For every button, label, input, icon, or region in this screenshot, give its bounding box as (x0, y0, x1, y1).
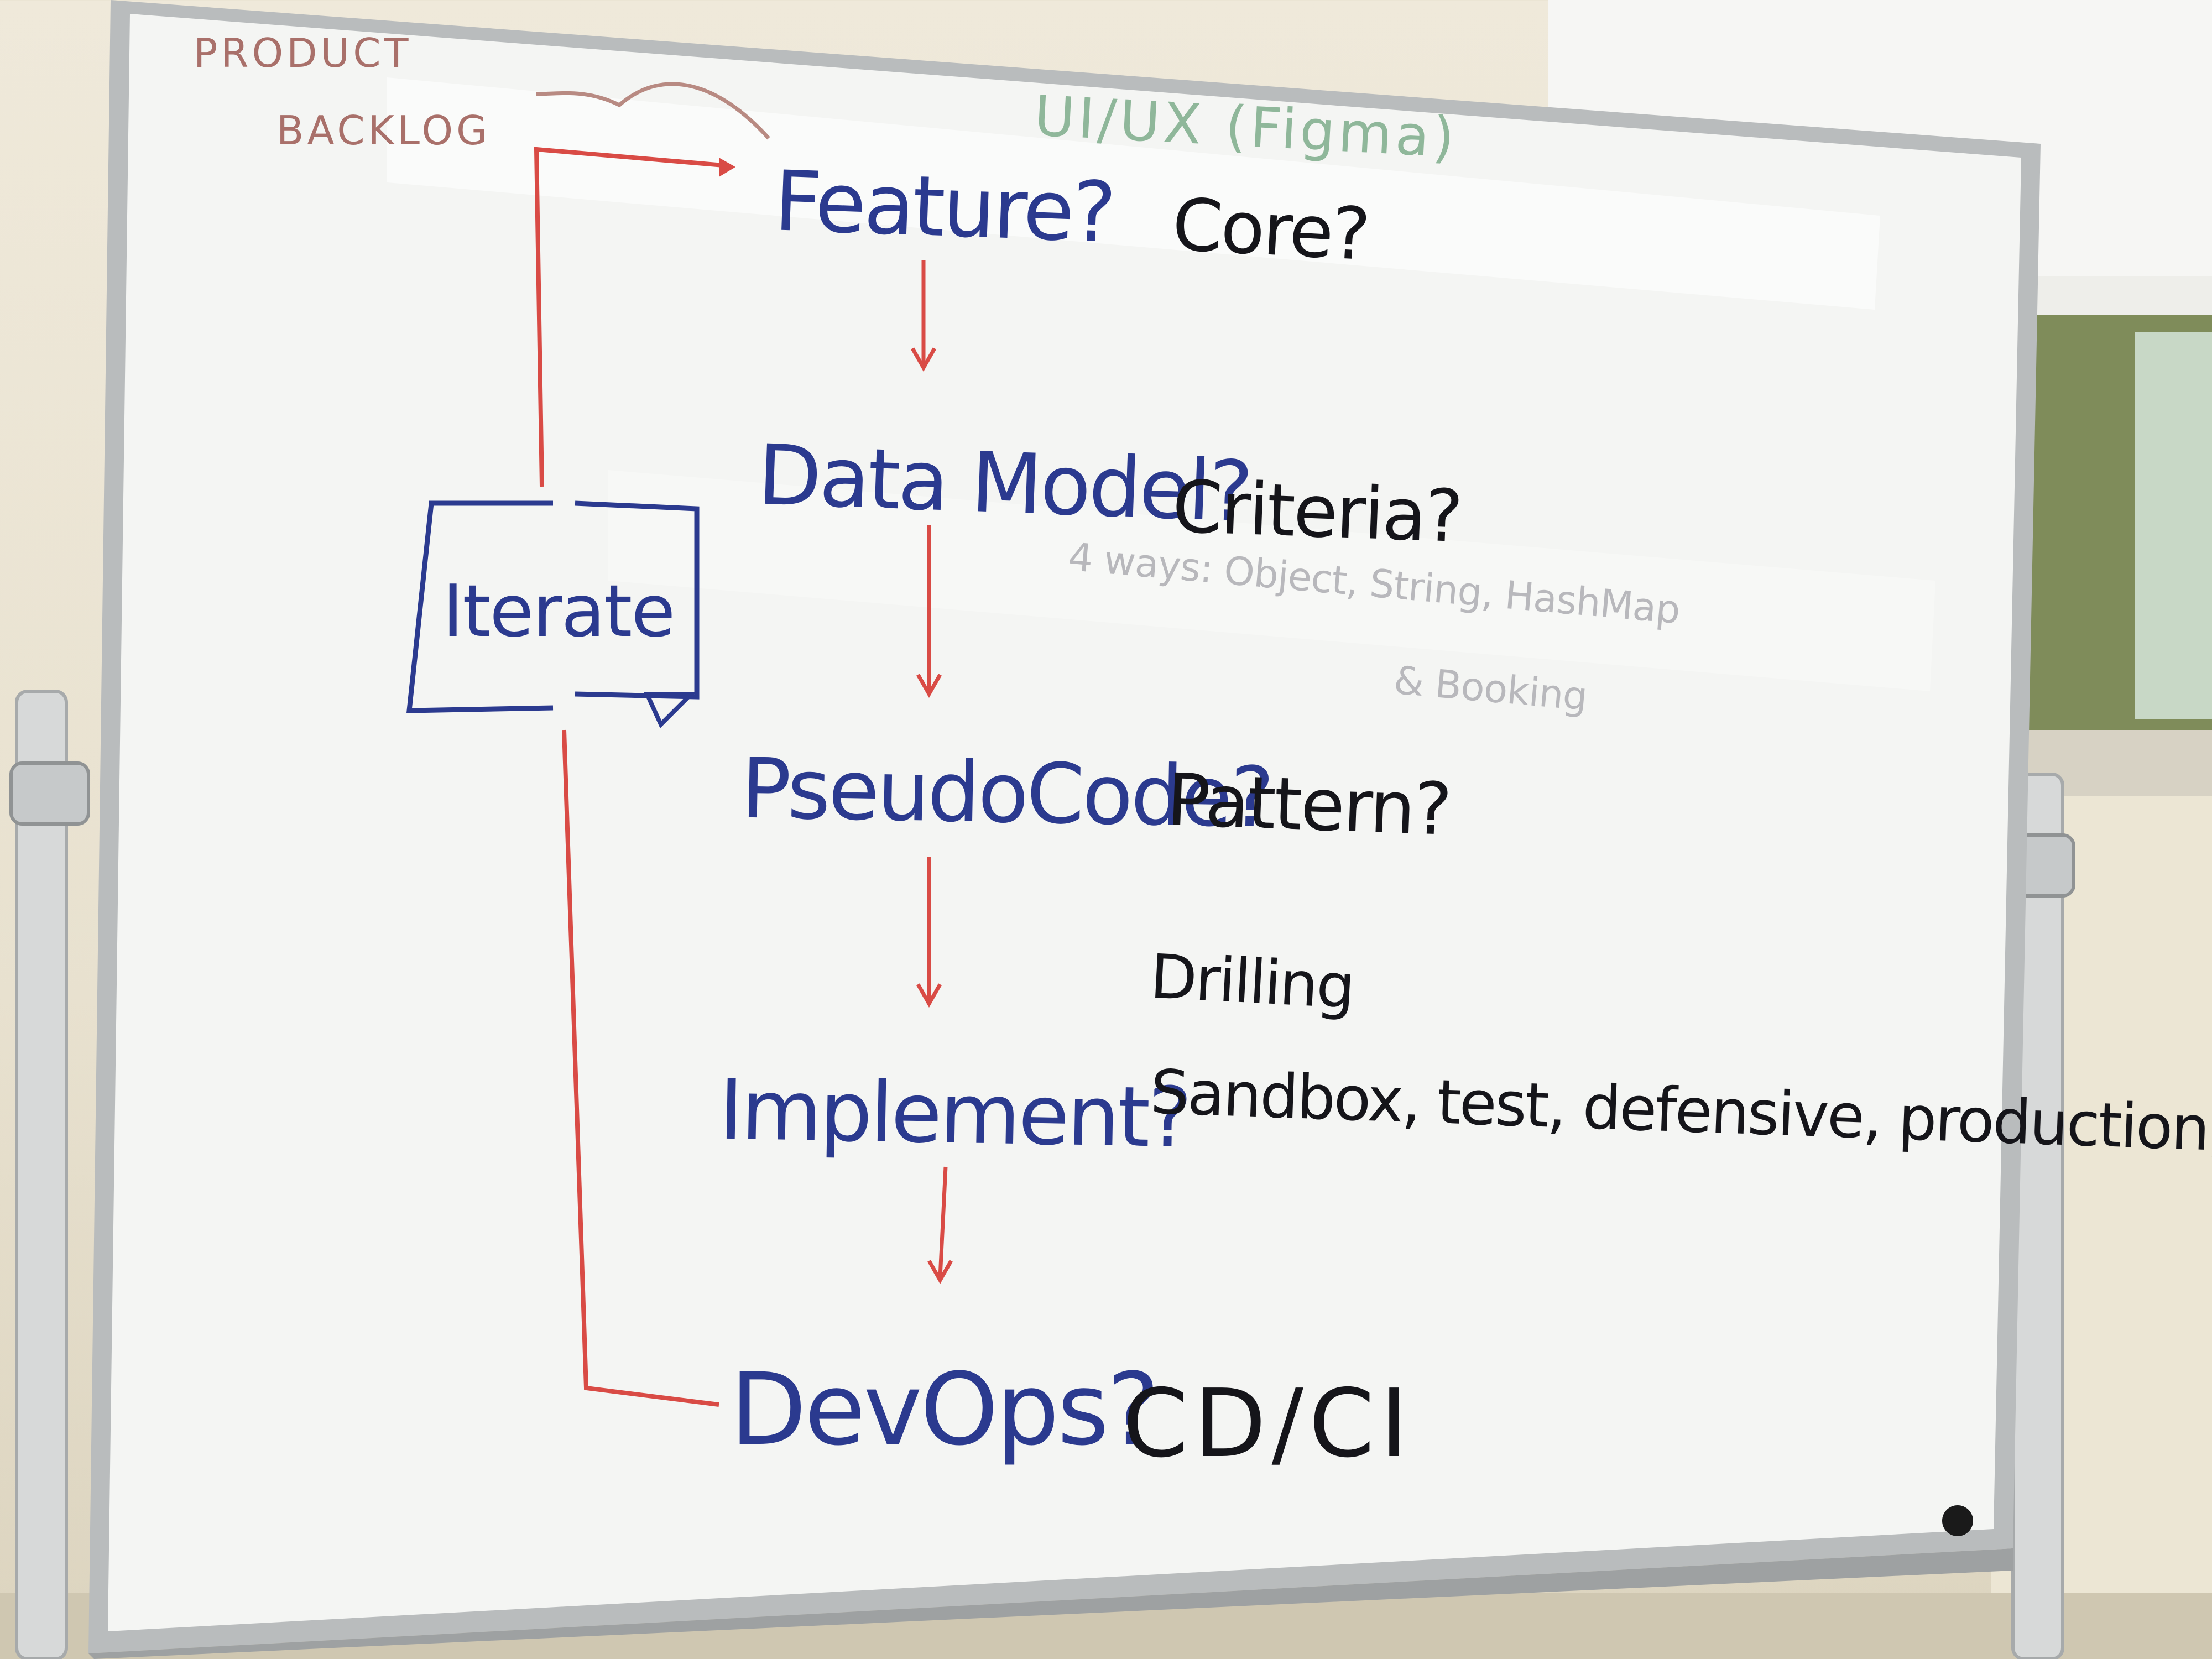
window-sky (2135, 332, 2212, 719)
note-core: Core? (1170, 182, 1371, 277)
window-frame (2018, 276, 2212, 315)
note-devops: CD/CI (1123, 1369, 1413, 1479)
note-drilling: Drilling (1148, 941, 1355, 1022)
board-surface (108, 14, 2021, 1631)
iterate-box-left (406, 500, 554, 713)
board-glare-2 (608, 470, 1936, 691)
stand-clamp-left (9, 761, 90, 826)
arrow-2-head (916, 674, 942, 698)
backlog-line1: PRODUCT (194, 30, 412, 76)
iterate-box-right (575, 500, 700, 700)
arrow-4-head (927, 1260, 953, 1285)
loop-line-bottom (562, 729, 719, 1407)
backlog-line2: BACKLOG (276, 107, 491, 154)
board-glare (387, 77, 1880, 310)
iterate-label: Iterate (442, 569, 675, 653)
backlog-arrow (536, 82, 770, 140)
step-implement: Implement? (718, 1062, 1191, 1167)
iterate-box-arrowhead (643, 692, 697, 728)
loop-arrowhead-top (719, 158, 735, 177)
stand-pole-left (15, 690, 68, 1659)
board-magnet (1942, 1505, 1973, 1536)
step-feature: Feature? (773, 153, 1116, 262)
note-criteria: Criteria? (1171, 464, 1463, 559)
arrow-1-head (910, 347, 937, 372)
loop-line-top (534, 147, 731, 487)
arrow-4 (938, 1166, 948, 1278)
note-pattern: Pattern? (1165, 758, 1452, 852)
step-devops: DevOps? (730, 1352, 1160, 1468)
board-tray (88, 1548, 2013, 1659)
arrow-3-head (916, 983, 942, 1008)
